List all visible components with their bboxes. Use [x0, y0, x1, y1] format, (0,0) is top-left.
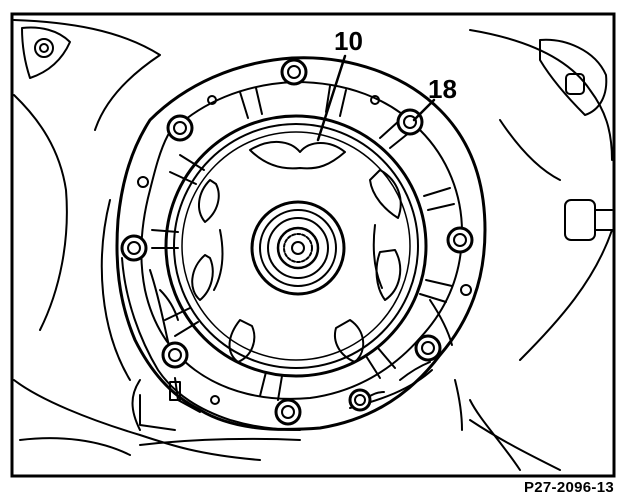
cover-small-holes	[137, 95, 472, 405]
side-bracket-right	[564, 199, 613, 241]
cover-ribs	[151, 85, 455, 401]
bolt-bottom	[274, 398, 302, 426]
callout-label-18: 18	[428, 74, 457, 104]
cover-bolts	[120, 58, 474, 426]
converter-face-lobes	[191, 141, 402, 363]
bolt-upper-right	[396, 108, 424, 136]
leader-line-18	[412, 98, 436, 122]
lower-housing	[139, 269, 463, 446]
callout-label-10: 10	[334, 26, 363, 56]
leader-line-10	[316, 54, 347, 142]
cover-rib-ring	[140, 81, 463, 400]
bolt-lower-left	[161, 341, 189, 369]
bolt-left	[120, 234, 148, 262]
corner-flange-top-left	[21, 26, 71, 79]
cover-outer-contour	[115, 56, 487, 431]
engine-block-outline	[13, 19, 613, 471]
wiring-harness	[121, 257, 301, 431]
figure-code: P27-2096-13	[523, 479, 614, 496]
bolt-right	[446, 226, 474, 254]
bolt-lower-right	[414, 334, 442, 362]
radial-shaft-seal	[164, 114, 428, 378]
corner-flange-top-right	[539, 38, 608, 116]
bolt-bottom-right	[348, 388, 372, 412]
bolt-upper-left	[166, 114, 194, 142]
converter-hub	[250, 200, 346, 296]
figure-frame	[10, 12, 616, 478]
bolt-top	[280, 58, 308, 86]
